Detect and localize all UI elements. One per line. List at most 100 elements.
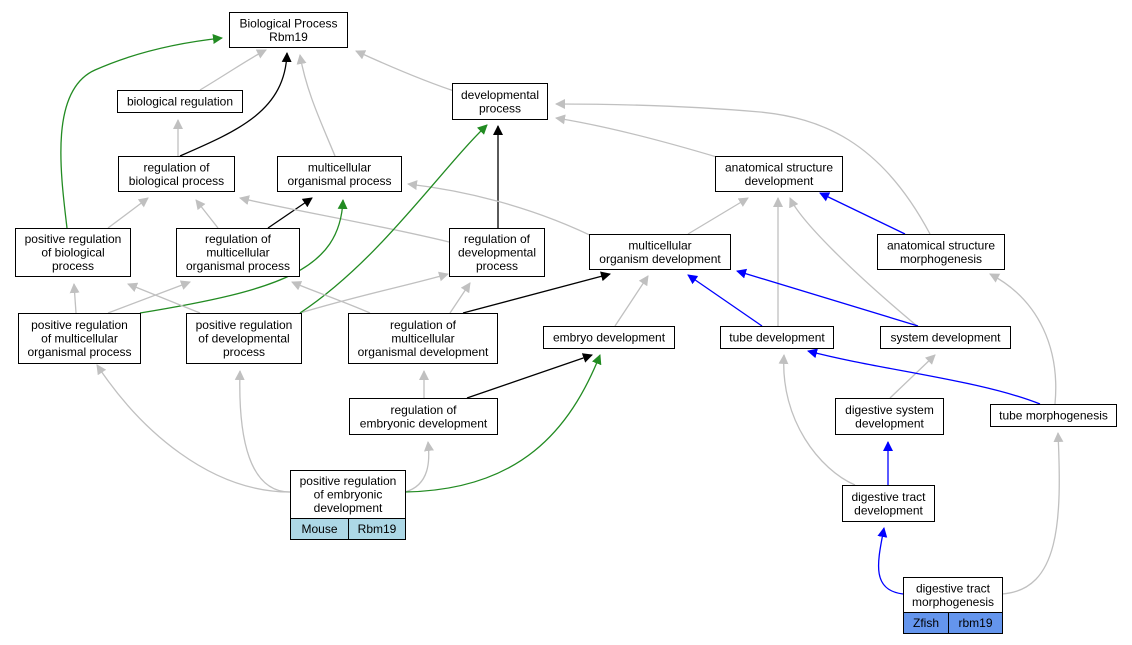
node-label-line: regulation of [390,403,457,417]
node-label-line: of developmental [198,332,289,346]
edge-tm-to-td [807,348,1041,405]
annotation-gene: Rbm19 [358,522,397,536]
edge-dtm-to-dtd [877,527,904,595]
node-box [15,228,131,277]
annotation-cell [948,612,1003,634]
node-br[interactable]: biological regulation [117,90,243,113]
node-label-line: Rbm19 [269,30,308,44]
edge-prdp-to-prbp [127,282,201,314]
node-box [186,313,302,364]
node-label-line: process [223,345,265,359]
node-label-line: embryo development [553,331,666,345]
node-box [290,470,406,519]
node-label-line: process [479,101,521,115]
node-ed[interactable]: embryo development [543,326,675,349]
node-label-line: tube morphogenesis [999,409,1108,423]
node-label-line: multicellular [391,332,454,346]
node-box [589,234,731,270]
edge-asm-to-dp [555,99,931,235]
edge-rmod-to-mod [462,271,611,314]
edge-pred-to-prmop [96,364,291,493]
edge-ed-to-mod [614,275,649,327]
edge-prmop-to-prbp [69,283,80,314]
node-label-line: positive regulation [31,318,128,332]
node-label-line: regulation of [143,160,210,174]
node-label-line: biological process [129,174,224,188]
node-label-line: tube development [729,331,825,345]
edge-prdp-to-rdp [299,271,449,314]
node-box [117,90,243,113]
node-label-line: multicellular [308,160,371,174]
edge-prbp-to-rbp [107,197,149,229]
edge-rdp-to-rbp [239,195,450,243]
node-label-line: development [314,501,383,515]
node-sd[interactable]: system development [880,326,1011,349]
node-label-line: organismal process [186,259,290,273]
node-label-line: of embryonic [314,488,383,502]
edge-mop-to-bp [296,54,336,157]
node-label-line: developmental [461,88,539,102]
node-box [449,228,545,277]
node-label-line: development [745,174,814,188]
annotation-cell [348,518,406,540]
annotation-gene: rbm19 [958,616,992,630]
node-label-line: morphogenesis [912,595,994,609]
edge-prdp-to-dp [299,124,488,314]
node-box [277,156,402,192]
node-box [880,326,1011,349]
node-td[interactable]: tube development [720,326,834,349]
edge-dtd-to-td [778,354,856,486]
edge-prmop-to-rmop [107,280,191,314]
node-label-line: regulation of [464,232,531,246]
edge-mod-to-mop [407,180,601,241]
edge-prbp-to-bp [60,33,223,229]
node-label-line: digestive tract [916,581,991,595]
node-label-line: process [476,259,518,273]
edge-tm-to-asm [989,273,1057,405]
node-label-line: of biological [41,246,104,260]
edge-red-to-ed [466,353,593,399]
node-label-line: regulation of [390,318,457,332]
node-tm[interactable]: tube morphogenesis [990,404,1117,427]
edge-dsd-to-sd [889,354,936,399]
node-label-line: organismal process [287,174,391,188]
node-label-line: positive regulation [300,474,397,488]
node-label-line: development [855,416,924,430]
edge-td-to-mod [687,274,763,327]
node-box [877,234,1005,270]
node-label-line: organism development [599,252,721,266]
node-box [176,228,300,277]
edge-rmop-to-mop [267,197,313,229]
node-label-line: anatomical structure [725,160,833,174]
edge-rmod-to-rmop [291,281,371,314]
node-label-line: positive regulation [25,232,122,246]
edge-asm-to-asd [819,192,906,235]
edge-dtm-to-tm [1001,432,1064,595]
annotation-species: Mouse [301,522,337,536]
node-label-line: embryonic development [360,416,488,430]
node-label-line: multicellular [628,238,691,252]
node-label-line: development [854,503,923,517]
edge-pred-to-prdp [234,370,291,493]
node-label-line: regulation of [205,232,272,246]
